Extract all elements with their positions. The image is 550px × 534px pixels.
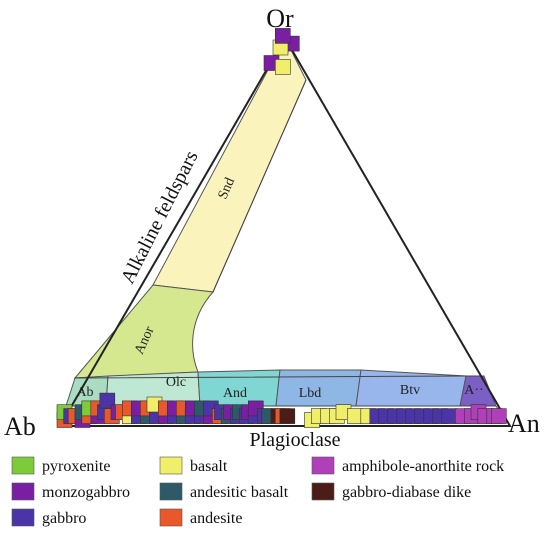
field-label-lbd: Lbd bbox=[299, 386, 322, 401]
legend-item-monzogabbro: monzogabbro bbox=[11, 482, 130, 501]
legend-label-basalt: basalt bbox=[190, 458, 228, 475]
legend-swatch-monzogabbro bbox=[11, 482, 35, 501]
vertex-label-an: An bbox=[508, 409, 540, 438]
vertex-label-or: Or bbox=[266, 4, 294, 33]
classification-fields bbox=[59, 36, 511, 427]
field-boundary-line-2 bbox=[74, 375, 484, 379]
triangle-outline bbox=[58, 36, 512, 427]
field-boundary-line-1 bbox=[212, 79, 307, 293]
vertex-label-ab: Ab bbox=[4, 412, 36, 441]
sample-point-monzogabbro bbox=[274, 28, 291, 44]
legend-item-andesite: andesite bbox=[159, 508, 242, 527]
field-label-and: And bbox=[223, 386, 247, 401]
sample-point-gabbro-diabase-dike bbox=[279, 408, 296, 424]
legend-swatch-gabbro-diabase-dike bbox=[311, 482, 335, 501]
legend-swatch-gabbro bbox=[11, 508, 35, 527]
field-label-a-field: A·· bbox=[464, 383, 483, 398]
triangle-edges bbox=[58, 36, 512, 427]
legend-label-pyroxenite: pyroxenite bbox=[42, 458, 110, 475]
legend-swatch-andesitic-basalt bbox=[159, 482, 183, 501]
legend-label-gabbro: gabbro bbox=[42, 510, 86, 527]
field-label-ab: Ab bbox=[76, 385, 93, 400]
legend: pyroxenite monzogabbro gabbro basalt andesit… bbox=[11, 456, 504, 527]
legend-item-andesitic-basalt: andesitic basalt bbox=[159, 482, 289, 501]
field-label-olc: Olc bbox=[166, 375, 186, 390]
legend-label-andesite: andesite bbox=[190, 510, 242, 527]
sample-point-basalt bbox=[346, 408, 363, 424]
legend-item-basalt: basalt bbox=[159, 456, 228, 475]
sample-point-basalt bbox=[274, 59, 291, 75]
legend-item-gabbro-diabase-dike: gabbro-diabase dike bbox=[311, 482, 471, 501]
field-label-btv: Btv bbox=[400, 383, 420, 398]
sample-point-gabbro bbox=[441, 408, 458, 424]
axis-label-plagioclase: Plagioclase bbox=[249, 429, 340, 451]
sample-point-gabbro bbox=[99, 392, 116, 409]
legend-item-gabbro: gabbro bbox=[11, 508, 86, 527]
legend-item-pyroxenite: pyroxenite bbox=[11, 456, 110, 475]
legend-swatch-basalt bbox=[159, 456, 183, 475]
legend-label-amphibole-anorthite-rock: amphibole-anorthite rock bbox=[342, 458, 504, 475]
legend-item-amphibole-anorthite-rock: amphibole-anorthite rock bbox=[311, 456, 504, 475]
sample-point-amphibole-anorthite-rock bbox=[490, 408, 507, 424]
legend-label-gabbro-diabase-dike: gabbro-diabase dike bbox=[342, 484, 471, 501]
sample-points bbox=[56, 28, 507, 428]
legend-label-monzogabbro: monzogabbro bbox=[42, 484, 130, 501]
legend-swatch-andesite bbox=[159, 508, 183, 527]
legend-swatch-amphibole-anorthite-rock bbox=[311, 456, 335, 475]
legend-label-andesitic-basalt: andesitic basalt bbox=[190, 484, 289, 501]
legend-swatch-pyroxenite bbox=[11, 456, 35, 475]
